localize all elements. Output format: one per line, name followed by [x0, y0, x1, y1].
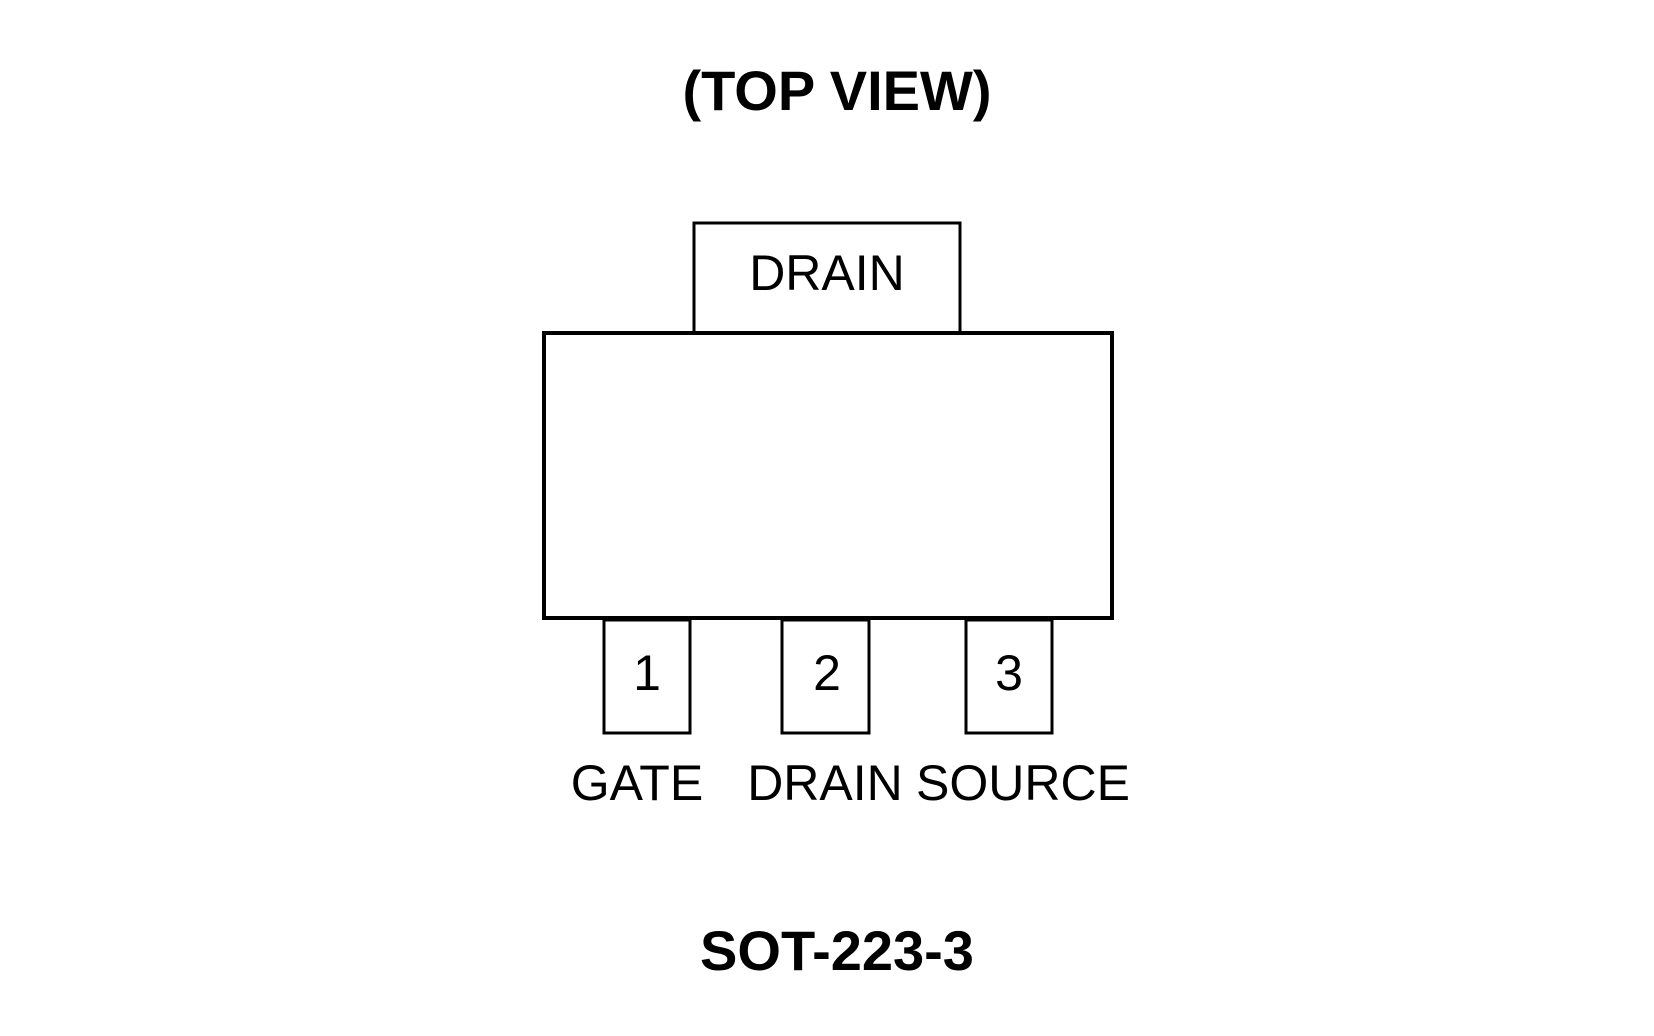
pin-2-name: DRAIN — [747, 755, 903, 811]
pin-3-name: SOURCE — [916, 755, 1130, 811]
pin-2-number: 2 — [813, 645, 841, 701]
pin-2 — [780, 618, 871, 735]
pin-1-name: GATE — [571, 755, 703, 811]
drain-tab-label: DRAIN — [749, 245, 905, 301]
pin-3 — [964, 618, 1054, 735]
package-body — [542, 331, 1114, 620]
pin-3-number: 3 — [995, 645, 1023, 701]
drain-tab — [692, 221, 962, 346]
pin-1-number: 1 — [633, 645, 661, 701]
diagram-title: (TOP VIEW) — [682, 59, 991, 122]
pin-1 — [602, 618, 692, 735]
package-name: SOT-223-3 — [700, 919, 974, 982]
